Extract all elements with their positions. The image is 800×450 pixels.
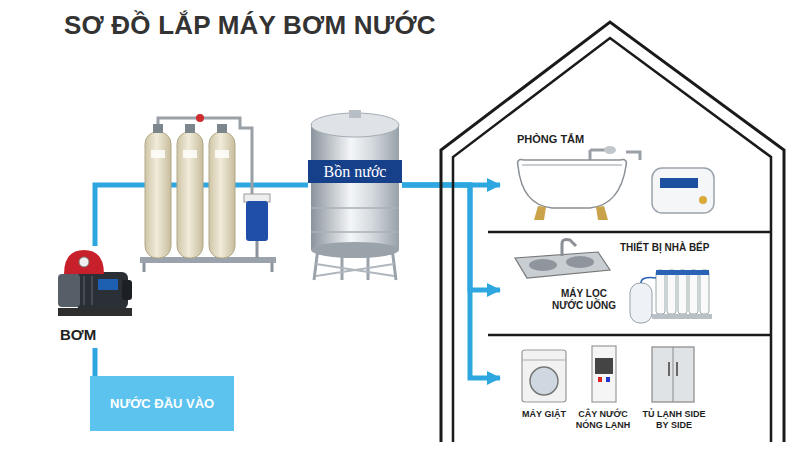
bathroom-room: PHÒNG TẮM <box>500 125 771 230</box>
room-heading: PHÒNG TẮM <box>517 133 584 146</box>
device-label: MÁY LỌC NƯỚC UỐNG <box>548 288 620 312</box>
tank-label: Bồn nước <box>308 160 402 183</box>
room-heading: THIẾT BỊ NHÀ BẾP <box>620 242 709 254</box>
device-label: MÁY GIẶT <box>514 409 574 420</box>
bathroom-illustration <box>518 146 714 220</box>
water-pipe <box>93 348 98 376</box>
pump-node: BƠM <box>50 246 140 348</box>
device-label: TỦ LẠNH SIDE BY SIDE <box>637 409 711 431</box>
pump-illustration <box>58 250 132 316</box>
laundry-room: MÁY GIẶTCÂY NƯỚC NÓNG LẠNHTỦ LẠNH SIDE B… <box>500 339 771 439</box>
diagram-title: SƠ ĐỒ LẮP MÁY BƠM NƯỚC <box>64 10 436 41</box>
filter-illustration <box>140 114 276 272</box>
tank-node: Bồn nước <box>308 112 402 277</box>
water-pipe <box>402 185 500 378</box>
laundry-illustration <box>522 346 694 402</box>
pump-label: BƠM <box>60 326 96 344</box>
house-outline <box>441 22 784 442</box>
water-pipe <box>402 185 500 290</box>
inlet-box: NƯỚC ĐẦU VÀO <box>90 376 234 431</box>
kitchen-illustration <box>515 240 712 324</box>
tank-illustration <box>311 110 399 280</box>
kitchen-room: THIẾT BỊ NHÀ BẾP MÁY LỌC NƯỚC UỐNG <box>500 236 771 333</box>
device-label: CÂY NƯỚC NÓNG LẠNH <box>572 409 634 431</box>
inlet-label: NƯỚC ĐẦU VÀO <box>110 396 214 411</box>
